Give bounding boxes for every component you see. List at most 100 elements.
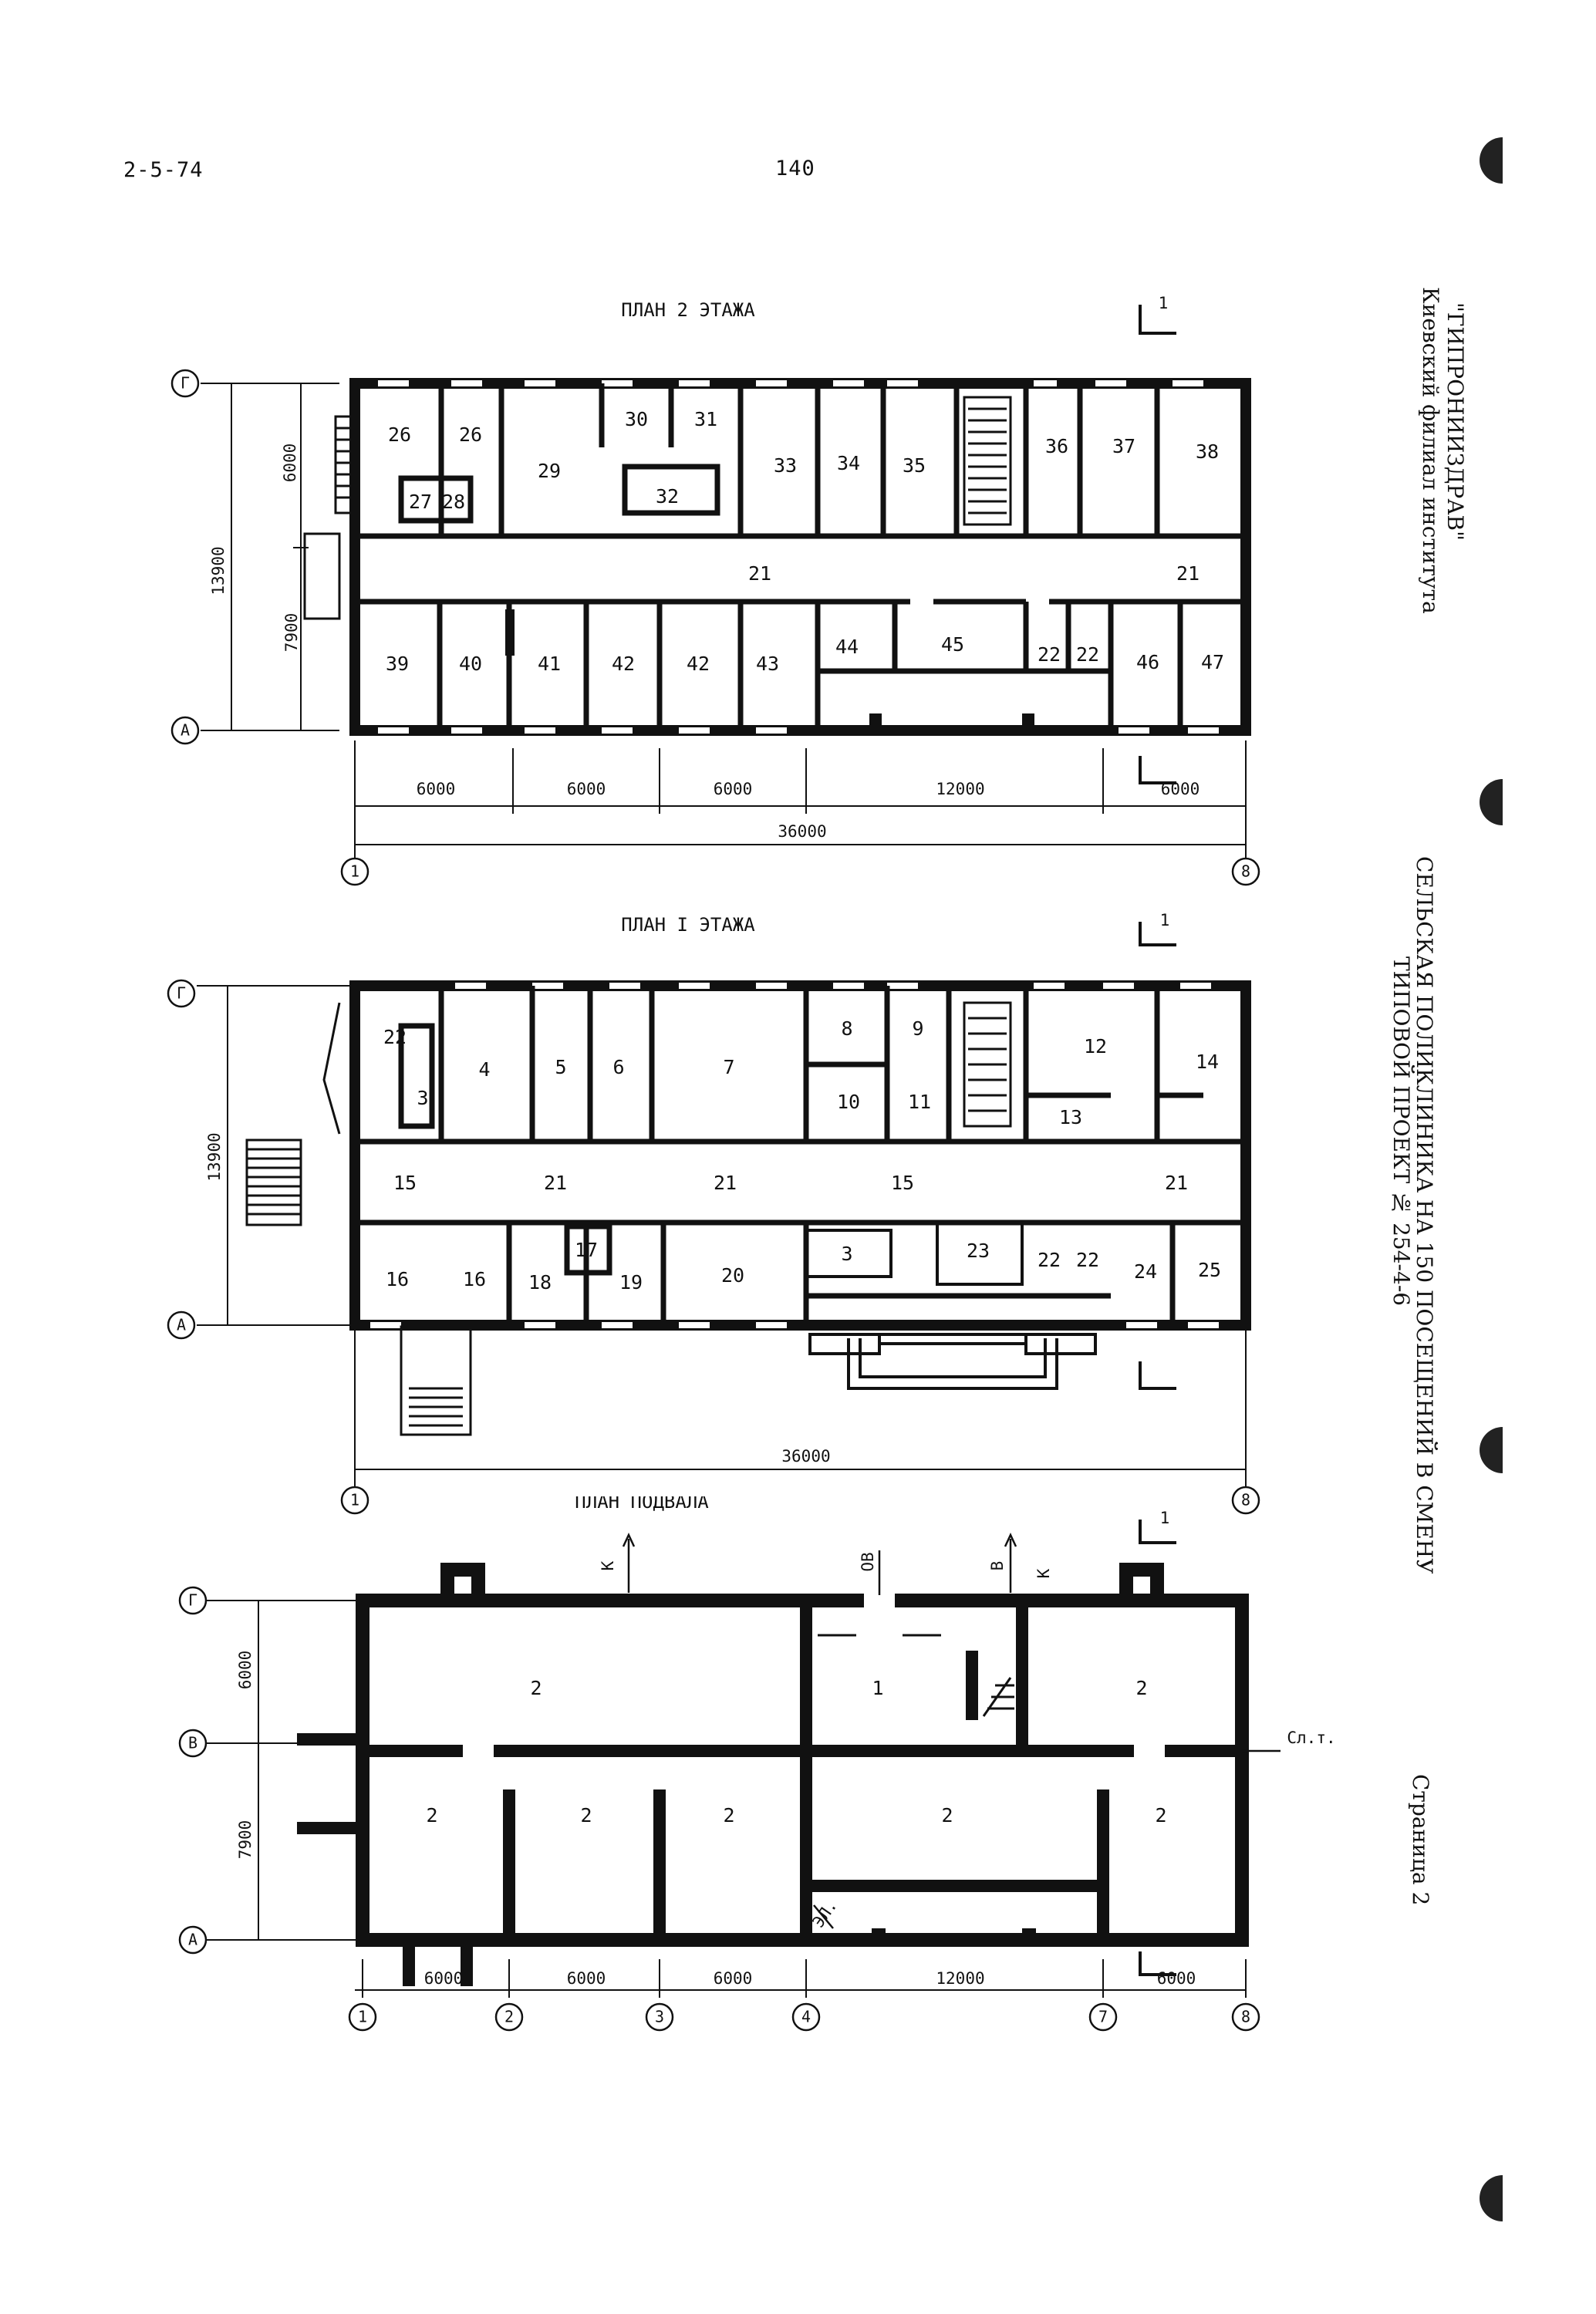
room-label: 21: [1176, 562, 1200, 585]
dim-segment: 6000: [424, 1969, 464, 1988]
room-label: 40: [459, 653, 482, 675]
room-label: 27: [409, 491, 432, 513]
stair-basement: [818, 1634, 1014, 1717]
room-label: 41: [538, 653, 561, 675]
dim-vertical: 7900: [236, 1820, 255, 1860]
section-marker: [1139, 1520, 1176, 1544]
room-label: 22: [383, 1026, 407, 1048]
columns: [505, 609, 1034, 726]
room-label: 2: [1155, 1804, 1166, 1827]
room-label: 42: [687, 653, 710, 675]
utility-label: К: [599, 1560, 617, 1570]
axis-label: Г: [177, 984, 186, 1003]
fixtures: [805, 1221, 1097, 1390]
room-label: 21: [1165, 1172, 1188, 1194]
utility-label: В: [988, 1561, 1007, 1571]
axis-label: 4: [801, 2008, 811, 2026]
axis-label: А: [177, 1316, 186, 1334]
room-label: 26: [459, 423, 482, 446]
room-label: 10: [837, 1091, 860, 1113]
dim-segment: 6000: [417, 780, 456, 798]
dim-total: 36000: [778, 822, 826, 841]
room-label: 28: [442, 491, 465, 513]
section-marker: [1139, 922, 1176, 946]
utility-label: ЭЛ.: [809, 1897, 841, 1931]
room-label: 22: [1038, 1249, 1061, 1271]
interior-walls: [297, 1601, 1242, 1986]
axis-label: А: [181, 721, 190, 740]
project-subtitle: СЕЛЬСКАЯ ПОЛИКЛИНИКА НА 150 ПОСЕЩЕНИЙ В …: [1412, 856, 1437, 1574]
dimension-lines: [185, 1600, 1247, 1998]
room-label: 25: [1198, 1259, 1221, 1281]
room-label: 26: [388, 423, 411, 446]
floor2-title: ПЛАН 2 ЭТАЖА: [621, 299, 755, 321]
room-label: 9: [912, 1017, 923, 1040]
dim-vertical: 6000: [236, 1651, 255, 1690]
room-label: 13: [1059, 1106, 1082, 1128]
room-label: 32: [656, 485, 679, 508]
floor1-rooms: 22 3 4 5 6 7 8 9 10 11 12 13 14 15 21 21…: [383, 1017, 1221, 1294]
dim-segment: 6000: [567, 780, 606, 798]
stair-floor2: [963, 396, 1012, 526]
dim-segment: 6000: [567, 1969, 606, 1988]
axis-label: 7: [1098, 2008, 1108, 2026]
basement-rooms: 2 1 2 2 2 2 2 2: [426, 1677, 1166, 1827]
room-label: 3: [841, 1243, 852, 1265]
room-label: 17: [575, 1239, 598, 1261]
room-label: 4: [478, 1058, 490, 1081]
room-label: 22: [1076, 1249, 1099, 1271]
entry-stairs: [245, 1002, 472, 1436]
basement-plan: ПЛАН ПОДВАЛА 1: [178, 1496, 1336, 2032]
room-label: 29: [538, 460, 561, 482]
floor1-plan: ПЛАН I ЭТАЖА 1: [167, 911, 1260, 1515]
room-label: 2: [530, 1677, 542, 1699]
room-label: 38: [1196, 440, 1219, 463]
exterior-walls: [349, 980, 1251, 1331]
room-label: 42: [612, 653, 635, 675]
axis-label: 8: [1241, 2008, 1250, 2026]
room-label: 3: [417, 1087, 428, 1109]
floor2-plan: ПЛАН 2 ЭТАЖА 1: [170, 294, 1260, 886]
room-label: 16: [463, 1268, 486, 1290]
exterior-walls: [349, 378, 1251, 736]
section-label: 1: [1160, 911, 1170, 929]
axis-label: 1: [350, 1491, 359, 1509]
axis-label: А: [188, 1931, 197, 1949]
room-label: 2: [723, 1804, 734, 1827]
room-label: 30: [625, 408, 648, 430]
doc-code: 2-5-74: [123, 158, 204, 182]
room-label: 6: [612, 1056, 624, 1078]
axis-bubbles: [167, 979, 1260, 1515]
axis-label: 3: [655, 2008, 664, 2026]
dimension-lines: [197, 985, 1247, 1493]
utility-label: К: [1034, 1568, 1053, 1578]
room-label: 35: [903, 454, 926, 477]
section-marker: [1139, 756, 1176, 784]
room-label: 47: [1201, 651, 1224, 673]
room-label: 20: [721, 1264, 744, 1287]
room-label: 19: [619, 1271, 643, 1294]
institute-line-2: "ГИПРОНИИЗДРАВ": [1442, 302, 1468, 541]
interior-walls: [355, 986, 1246, 1325]
dimension-lines: [201, 383, 1247, 872]
axis-bubbles: [170, 369, 1260, 886]
axis-bubbles: [178, 1586, 1260, 2032]
dim-segment: 6000: [714, 1969, 753, 1988]
axis-label: В: [188, 1734, 197, 1752]
section-marker: [1139, 305, 1176, 335]
room-label: 33: [774, 454, 797, 477]
stair-floor1: [963, 1001, 1012, 1128]
windows: [370, 983, 1219, 1328]
room-label: 23: [967, 1240, 990, 1262]
page-number: 140: [775, 157, 815, 180]
institute-line-1: Киевский филиал института: [1418, 287, 1443, 614]
floor2-rooms: 26 26 27 28 29 30 31 32 33 34 35 36 37 3…: [386, 408, 1224, 675]
room-label: 18: [528, 1271, 552, 1294]
room-label: 44: [835, 636, 859, 658]
basement-title: ПЛАН ПОДВАЛА: [575, 1496, 709, 1513]
project-title: ТИПОВОЙ ПРОЕКТ № 254-4-6: [1388, 956, 1414, 1307]
dim-vertical: 13900: [209, 546, 228, 595]
utility-arrows: [622, 1533, 1281, 1929]
room-label: 22: [1038, 643, 1061, 666]
dim-vertical: 6000: [281, 444, 299, 483]
